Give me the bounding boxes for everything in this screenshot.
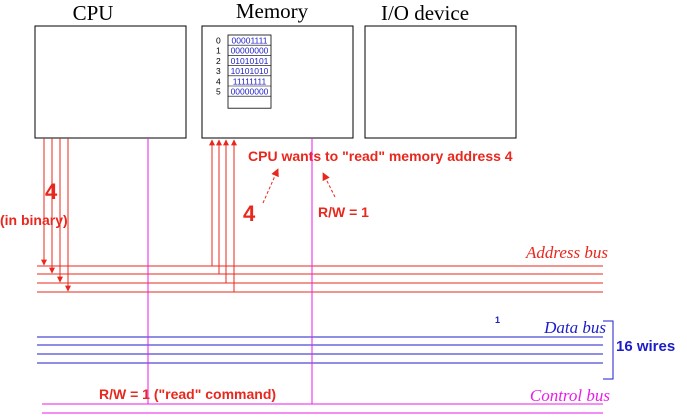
data-bus-lines (37, 336, 603, 364)
memory-table-outline (227, 34, 272, 109)
cpu-label: CPU (73, 1, 114, 25)
wires-bracket (603, 320, 614, 380)
control-wires (147, 138, 313, 404)
memory-address-label: 4 (216, 76, 221, 86)
memory-component: Memory 0 00001111 1 00000000 2 01010101 3 10101… (201, 0, 354, 139)
address-bus-label: Address bus (525, 243, 608, 262)
control-bus-label: Control bus (530, 386, 611, 405)
memory-address-wires (209, 139, 237, 292)
memory-value-cell: 00000000 (231, 87, 269, 97)
io-box (364, 25, 517, 139)
memory-value-cell: 10101010 (231, 66, 269, 76)
memory-address-label: 3 (216, 66, 221, 76)
data-bus-mark: 1 (495, 315, 500, 325)
memory-value-cell: 01010101 (231, 56, 269, 66)
cpu-box (34, 25, 187, 139)
wires-count-label: 16 wires (616, 338, 675, 355)
cpu-value-label: 4 (45, 179, 58, 204)
memory-address-label: 5 (216, 87, 221, 97)
control-bus-lines (42, 403, 603, 414)
address-bus-lines (37, 265, 603, 293)
rw-command-label: R/W = 1 ("read" command) (99, 386, 276, 402)
data-bus-label: Data bus (543, 318, 606, 337)
memory-address-label: 0 (216, 36, 221, 46)
memory-box (201, 25, 354, 139)
in-binary-label: (in binary) (0, 212, 68, 228)
memory-label: Memory (236, 0, 309, 23)
rw-memory-arrow (322, 172, 336, 198)
memory-value-cell: 00000000 (231, 46, 269, 56)
memory-value-arrow (262, 168, 279, 204)
cpu-component: CPU (34, 1, 187, 139)
memory-table: 0 00001111 1 00000000 2 01010101 3 10101010 4 111… (216, 34, 272, 109)
memory-address-label: 2 (216, 56, 221, 66)
rw-memory-label: R/W = 1 (318, 204, 369, 220)
memory-address-label: 1 (216, 46, 221, 56)
io-label: I/O device (381, 1, 469, 25)
memory-value-cell: 11111111 (233, 76, 267, 86)
io-component: I/O device (364, 1, 517, 139)
memory-value-label: 4 (243, 201, 256, 226)
memory-value-cell: 00001111 (232, 36, 268, 46)
cpu-wants-label: CPU wants to "read" memory address 4 (248, 148, 513, 164)
cpu-address-wires (41, 138, 71, 292)
